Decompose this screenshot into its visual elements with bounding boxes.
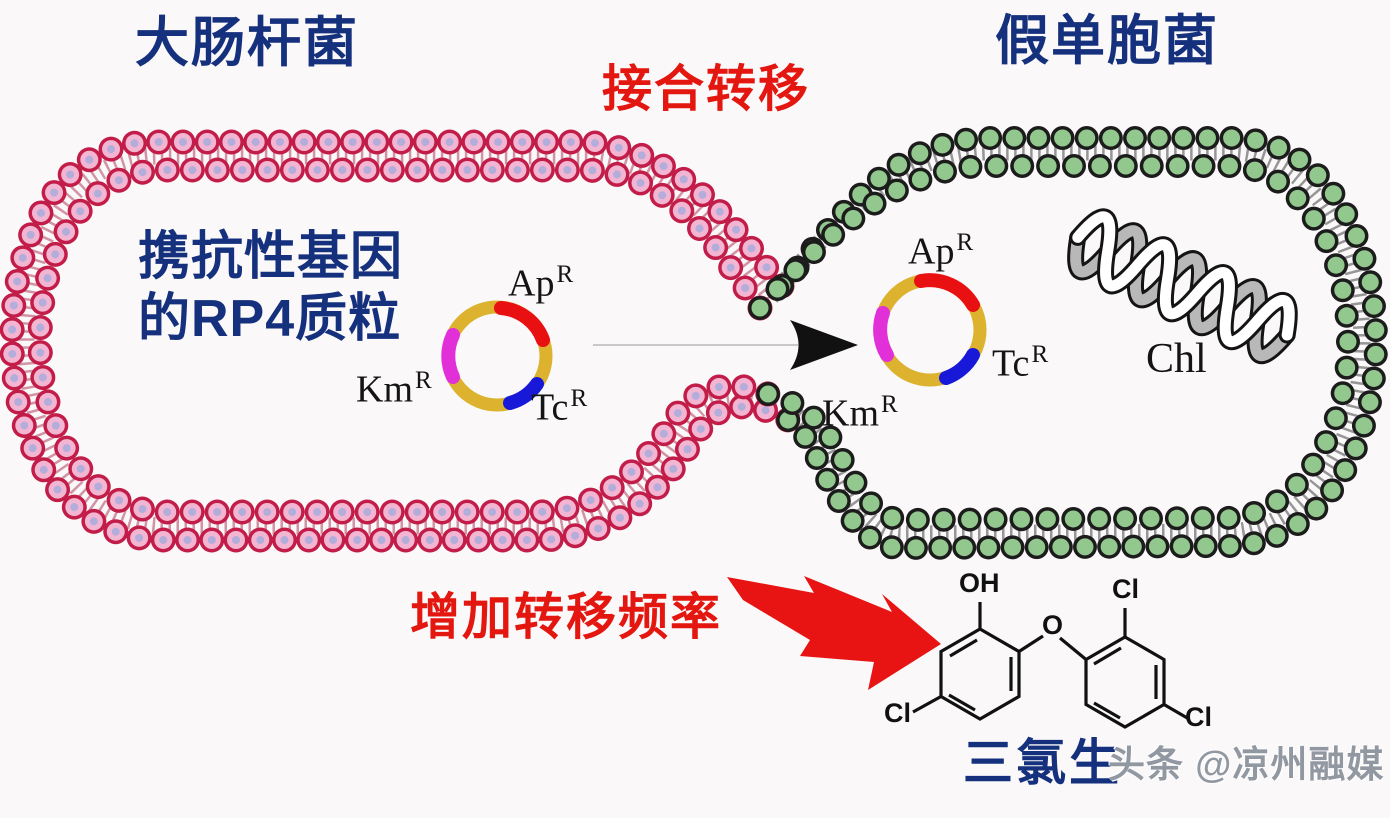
apr-sup: R — [956, 229, 974, 256]
dna-strand-white — [1072, 211, 1295, 348]
ether-o-label: O — [1042, 610, 1064, 640]
right-ring-double-bond-2 — [1093, 701, 1121, 720]
right-ring-double-bond-3 — [1093, 646, 1122, 666]
tcr-base: Tc — [992, 342, 1030, 385]
left-cell-membrane — [0, 129, 801, 553]
increase-frequency-label: 增加转移频率 — [410, 589, 722, 645]
kmr-sup: R — [881, 391, 898, 418]
apr-base: Ap — [508, 262, 555, 305]
tcr-sup: R — [570, 385, 588, 412]
rp4-description-line1: 携抗性基因 — [138, 228, 404, 286]
lightning-bolt-icon — [727, 576, 941, 690]
cl-right-label: Cl — [1185, 702, 1212, 732]
right-benzene-ring — [1084, 635, 1166, 729]
transfer-arrow — [593, 320, 858, 370]
left-plasmid-tcr-segment — [503, 377, 544, 410]
left-membrane-outer-outline — [0, 129, 801, 553]
apr-base: Ap — [908, 230, 955, 273]
left-membrane-tails — [17, 147, 780, 535]
left-plasmid-ring — [441, 300, 553, 412]
kmr-sup: R — [415, 367, 432, 394]
left-plasmid-apr-segment — [494, 301, 550, 347]
left-plasmid-kmr-label: KmR — [356, 368, 432, 409]
left-plasmid-kmr-segment — [441, 328, 460, 384]
left-plasmid-tcr-label: TcR — [531, 386, 587, 427]
left-plasmid-apr-label: ApR — [508, 262, 573, 303]
left-benzene-ring — [939, 627, 1021, 721]
watermark: 头条 @凉州融媒 — [1108, 744, 1385, 785]
right-plasmid-ring — [873, 273, 987, 387]
conjugative-transfer-title: 接合转移 — [602, 61, 810, 117]
right-plasmid-tcr-label: TcR — [992, 342, 1048, 383]
oh-label: OH — [959, 568, 1000, 598]
cl-right-bond — [1163, 703, 1190, 721]
right-plasmid-kmr-label: KmR — [822, 392, 898, 433]
left-ring-double-bond-2 — [948, 693, 976, 712]
cl-left-label: Cl — [884, 698, 911, 728]
triclosan-name: 三氯生 — [963, 735, 1122, 791]
chromosome-label: Chl — [1146, 336, 1207, 382]
apr-sup: R — [556, 261, 574, 288]
pseudomonas-title: 假单胞菌 — [995, 11, 1219, 71]
right-plasmid-kmr-segment — [873, 306, 894, 362]
kmr-base: Km — [822, 392, 879, 435]
dna-helix — [1067, 208, 1298, 365]
tcr-base: Tc — [531, 386, 569, 429]
ether-bond-left — [1018, 634, 1044, 653]
cl-top-label: Cl — [1112, 574, 1139, 604]
left-ring-double-bond-3 — [949, 638, 978, 658]
transfer-arrowhead — [790, 320, 858, 370]
ecoli-title: 大肠杆菌 — [135, 13, 359, 73]
kmr-base: Km — [356, 368, 413, 411]
right-plasmid-apr-label: ApR — [908, 230, 973, 271]
tcr-sup: R — [1031, 341, 1049, 368]
triclosan-structure — [912, 602, 1190, 729]
cl-left-bond — [912, 695, 942, 714]
right-membrane-inner-fill — [751, 157, 1357, 529]
rp4-plasmid-description: 携抗性基因 的RP4质粒 — [138, 226, 403, 351]
rp4-description-line2: 的RP4质粒 — [138, 290, 402, 349]
right-plasmid-tcr-segment — [939, 348, 980, 385]
right-plasmid-apr-segment — [914, 273, 980, 312]
right-membrane-outer-fill — [773, 129, 1385, 557]
ether-bond-right — [1058, 636, 1088, 661]
right-cell-membrane — [748, 126, 1389, 561]
left-membrane-inner-fill — [30, 161, 777, 521]
